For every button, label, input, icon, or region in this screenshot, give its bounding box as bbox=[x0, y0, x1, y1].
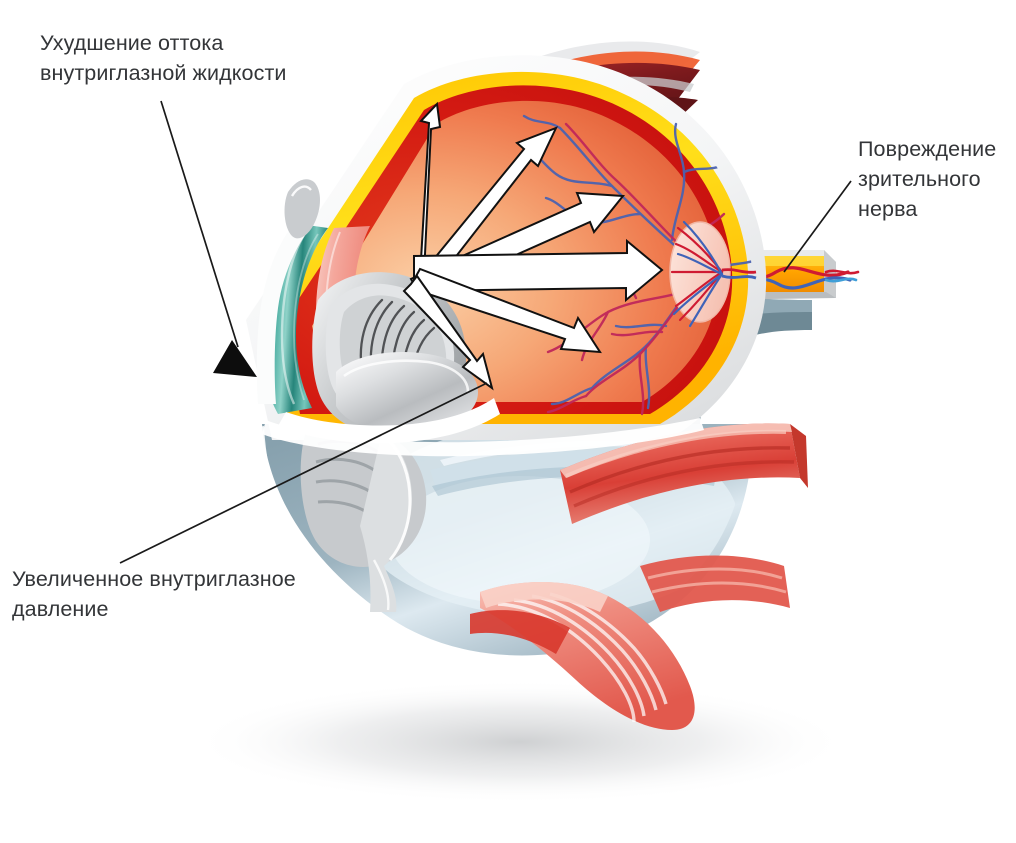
pressure-arrow-6 bbox=[402, 274, 494, 391]
inferior-rectus-muscle bbox=[470, 555, 790, 730]
pressure-arrow-4 bbox=[413, 238, 664, 303]
pressure-arrow-1 bbox=[411, 101, 442, 299]
label-increased-intraocular-pressure: Увеличенное внутриглазное давление bbox=[12, 567, 296, 621]
leader-line-outflow bbox=[160, 100, 239, 348]
optic-disc bbox=[669, 220, 757, 328]
label-optic-nerve-damage: Повреждение зрительного нерва bbox=[858, 137, 997, 221]
sclera-equator-rim bbox=[262, 418, 704, 457]
leader-line-optic-nerve bbox=[783, 180, 852, 273]
outflow-arrowhead-icon bbox=[213, 340, 257, 377]
anterior-chamber-rim bbox=[256, 179, 500, 444]
leader-line-pressure bbox=[119, 382, 488, 564]
label-impaired-outflow: Ухудшение оттока внутриглазной жидкости bbox=[40, 31, 287, 85]
pressure-arrow-5 bbox=[408, 267, 602, 354]
